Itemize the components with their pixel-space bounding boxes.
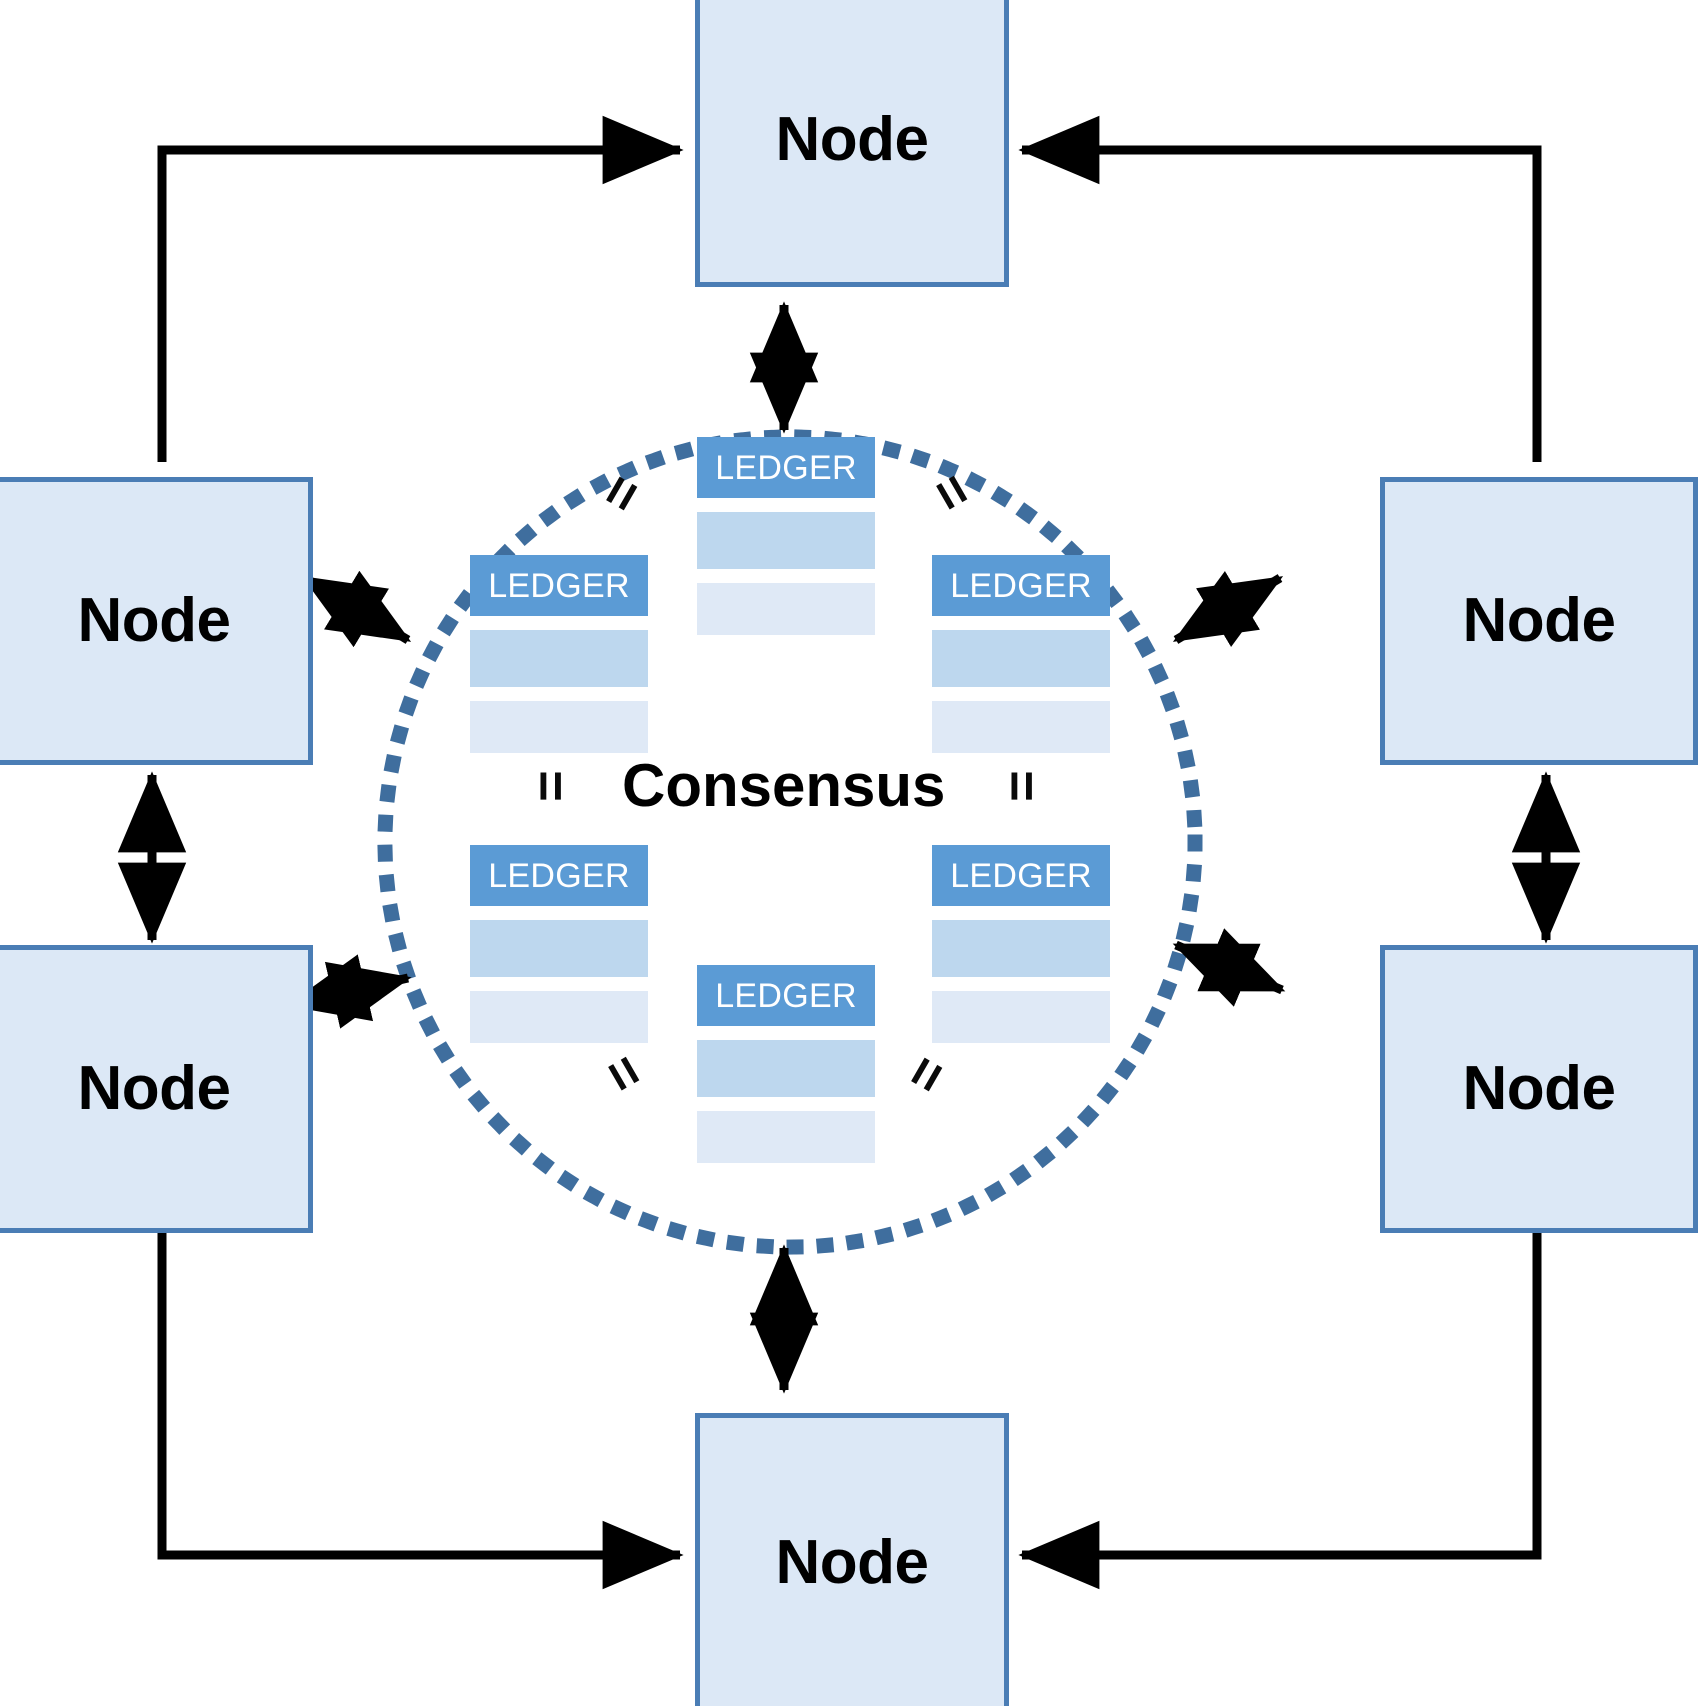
arrow-rightupper-to-top	[1018, 115, 1542, 462]
equals-mark-top-right: =	[917, 463, 986, 522]
arrow-leftlower-to-bottom	[157, 1232, 684, 1590]
ledger-row-primary	[697, 512, 875, 569]
node-bottom[interactable]: Node	[695, 1413, 1009, 1706]
node-left-upper[interactable]: Node	[0, 477, 313, 765]
node-label: Node	[77, 586, 232, 655]
equals-mark-bottom-right: =	[893, 1045, 961, 1104]
node-left-lower[interactable]: Node	[0, 945, 313, 1233]
ledger-row-primary	[470, 630, 648, 687]
node-label: Node	[775, 104, 930, 174]
ledger-row-primary	[697, 1040, 875, 1097]
equals-mark-mid-left: =	[521, 770, 581, 802]
ledger-right-lower[interactable]: LEDGER	[932, 845, 1110, 1043]
arrow-circle-to-rightupper-node	[1172, 570, 1284, 648]
ledger-header: LEDGER	[697, 965, 875, 1026]
ledger-header: LEDGER	[470, 555, 648, 616]
node-label: Node	[775, 1528, 930, 1597]
node-top[interactable]: Node	[695, 0, 1009, 287]
ledger-left-lower[interactable]: LEDGER	[470, 845, 648, 1043]
ledger-row-secondary	[697, 1111, 875, 1163]
arrow-rightlower-to-bottom	[1018, 1232, 1542, 1590]
ledger-header: LEDGER	[470, 845, 648, 906]
ledger-header: LEDGER	[697, 437, 875, 498]
arrow-leftupper-to-top	[157, 115, 684, 462]
node-label: Node	[1462, 586, 1617, 655]
ledger-row-secondary	[932, 991, 1110, 1043]
ledger-bottom-center[interactable]: LEDGER	[697, 965, 875, 1163]
equals-mark-top-left: =	[588, 464, 656, 523]
ledger-left-upper[interactable]: LEDGER	[470, 555, 648, 753]
ledger-header: LEDGER	[932, 555, 1110, 616]
ledger-row-secondary	[932, 701, 1110, 753]
ledger-top-center[interactable]: LEDGER	[697, 437, 875, 635]
equals-mark-mid-right: =	[992, 770, 1052, 802]
node-right-lower[interactable]: Node	[1380, 945, 1698, 1233]
node-label: Node	[1462, 1054, 1617, 1123]
node-label: Node	[77, 1054, 232, 1123]
arrow-circle-to-rightlower-node	[1172, 928, 1286, 1007]
ledger-right-upper[interactable]: LEDGER	[932, 555, 1110, 753]
ledger-row-secondary	[697, 583, 875, 635]
consensus-label: Consensus	[622, 752, 946, 819]
node-right-upper[interactable]: Node	[1380, 477, 1698, 765]
ledger-row-primary	[470, 920, 648, 977]
ledger-header: LEDGER	[932, 845, 1110, 906]
ledger-row-secondary	[470, 701, 648, 753]
equals-mark-bottom-left: =	[589, 1044, 658, 1103]
ledger-row-primary	[932, 920, 1110, 977]
ledger-row-secondary	[470, 991, 648, 1043]
ledger-row-primary	[932, 630, 1110, 687]
arrow-circle-to-leftupper-node	[301, 570, 412, 648]
